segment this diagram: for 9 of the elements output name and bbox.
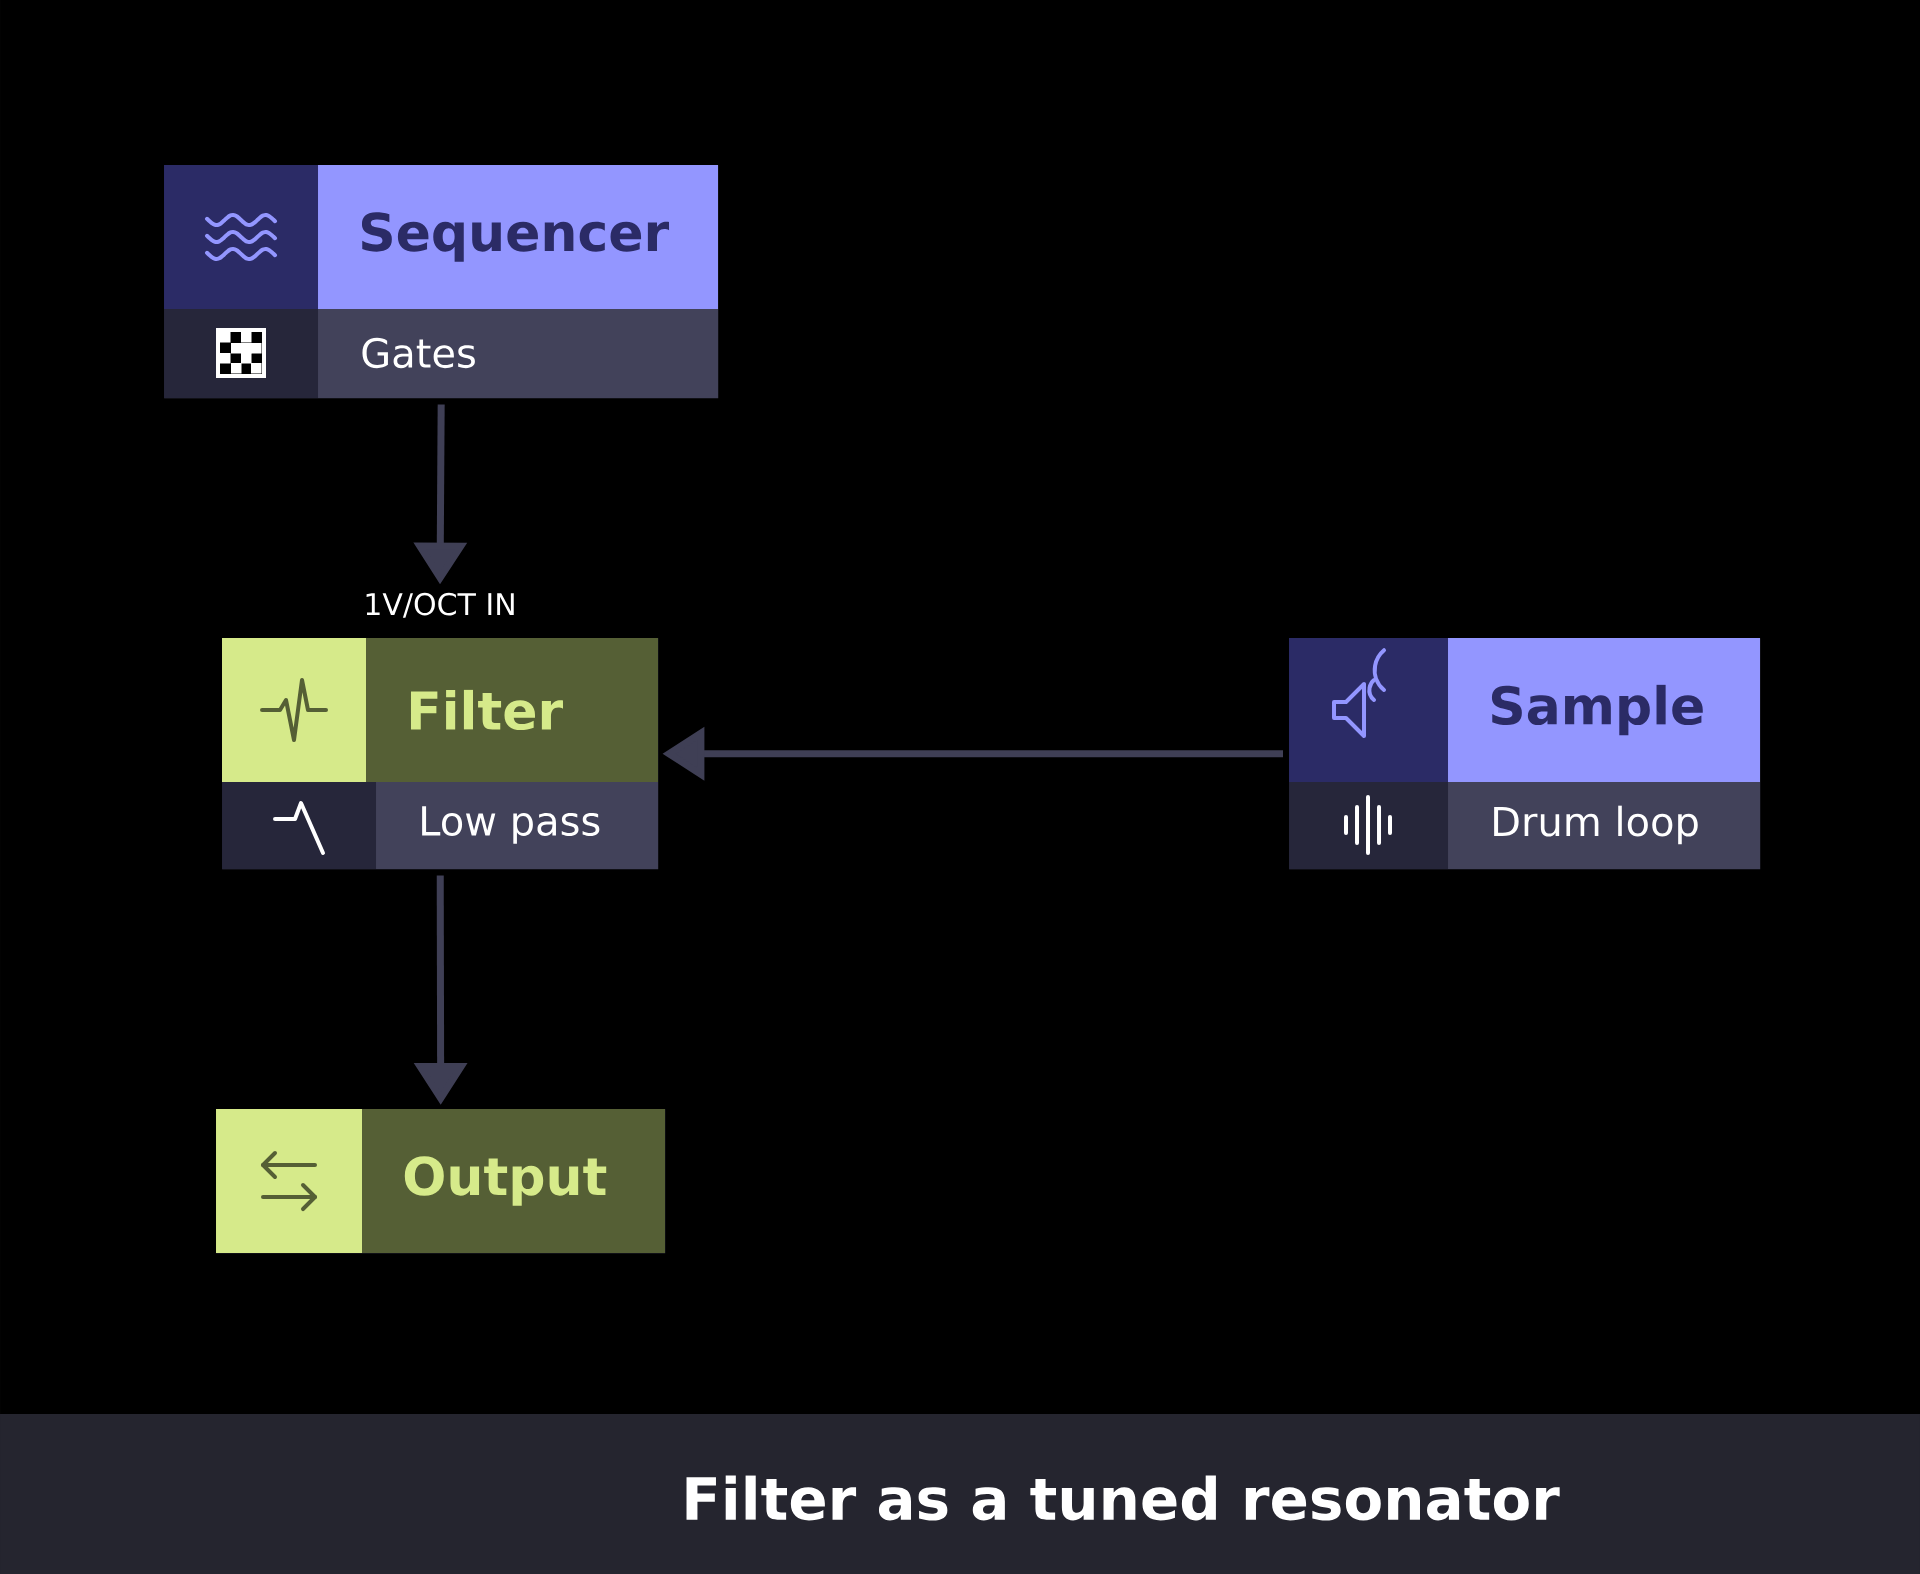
module-title: Filter bbox=[366, 638, 658, 782]
module-subtitle: Gates bbox=[362, 337, 475, 369]
module-title: Output bbox=[362, 1109, 665, 1253]
module-title: Sequencer bbox=[318, 165, 718, 309]
caption-bar: Filter as a tuned resonator bbox=[0, 1414, 1920, 1574]
module-title: Sample bbox=[1448, 638, 1760, 782]
port-label: 1V/OCT IN bbox=[366, 592, 514, 618]
module-subtitle: Drum loop bbox=[1494, 805, 1698, 845]
module-subtitle: Low pass bbox=[422, 806, 600, 844]
